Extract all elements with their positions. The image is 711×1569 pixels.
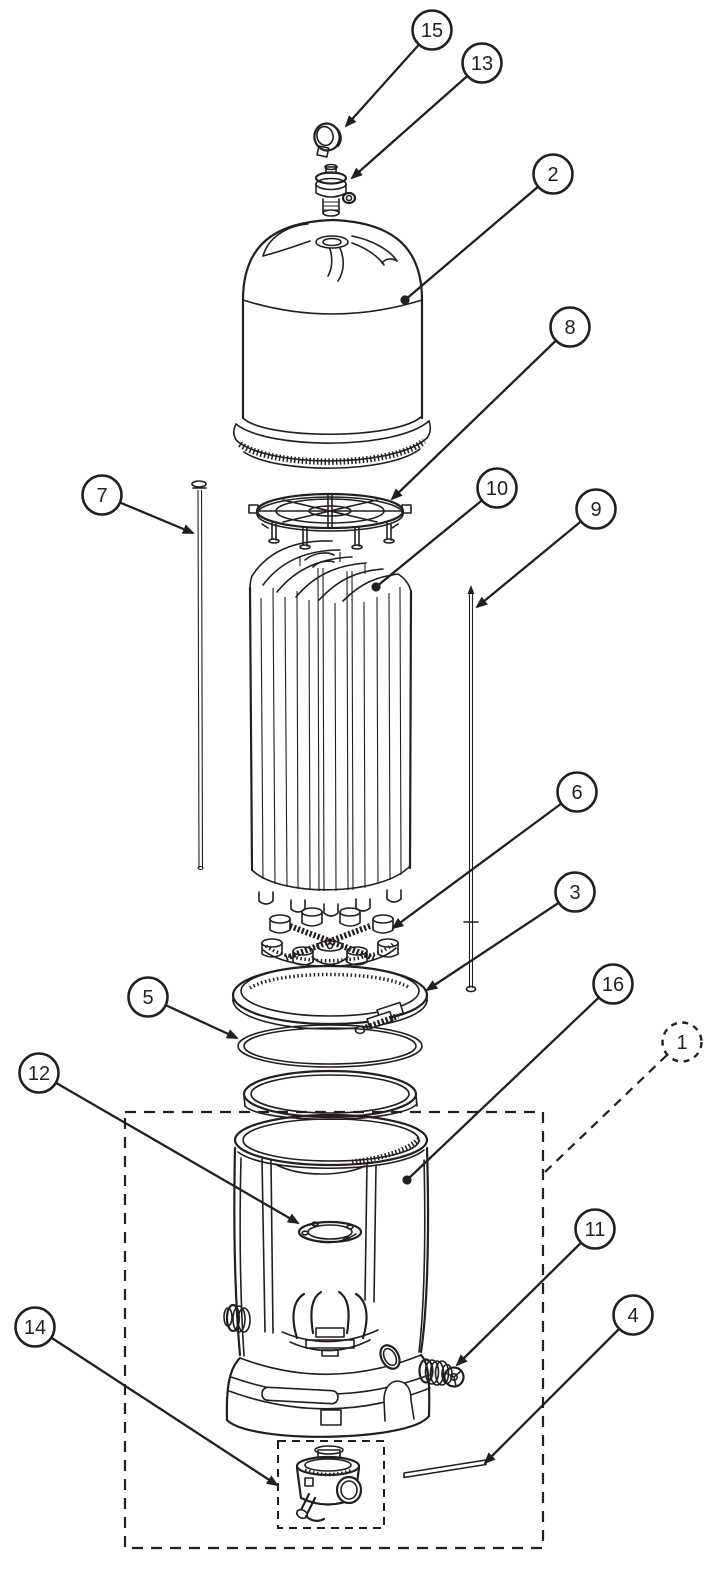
- part-1-connector-line: [544, 1054, 668, 1173]
- callout-12-label: 12: [28, 1063, 50, 1085]
- callout-5-label: 5: [142, 987, 153, 1009]
- part-10-grid-assembly: [248, 540, 413, 917]
- tank-left-port: [223, 1303, 251, 1333]
- part-4-rod: [403, 1459, 487, 1479]
- callout-6-label: 6: [571, 782, 582, 804]
- callout-13: 13: [461, 42, 503, 84]
- part-16-tank-body: [223, 1113, 431, 1438]
- callout-14: 14: [14, 1306, 56, 1348]
- callout-12: 12: [18, 1052, 60, 1094]
- callout-9: 9: [575, 488, 617, 530]
- callout-16: 16: [592, 963, 634, 1005]
- part-8-top-grid-retainer: [248, 492, 412, 550]
- callout-3-label: 3: [569, 882, 580, 904]
- callout-9-label: 9: [590, 499, 601, 521]
- callout-14-label: 14: [24, 1317, 46, 1339]
- callout-1: 1: [661, 1021, 703, 1063]
- callout-2: 2: [532, 153, 574, 195]
- callout-16-label: 16: [602, 974, 624, 996]
- grid-pleats: [248, 567, 413, 892]
- callout-6-leader: [391, 791, 578, 930]
- tank-laterals: [281, 1290, 379, 1357]
- callout-14-leader: [34, 1326, 279, 1487]
- callout-2-leader: [400, 173, 554, 305]
- callout-15: 15: [411, 9, 453, 51]
- callout-12-leader: [38, 1072, 300, 1225]
- callout-13-label: 13: [471, 53, 493, 75]
- callout-16-leader: [402, 983, 614, 1185]
- callout-3: 3: [554, 871, 596, 913]
- callout-15-label: 15: [421, 20, 443, 42]
- part-15-hose-clamp: [313, 122, 342, 158]
- part-9-rod: [463, 585, 479, 993]
- part-1-assembly-dashed-box: [123, 1054, 668, 1550]
- callout-3-leader: [425, 891, 576, 992]
- side-port-hole: [379, 1344, 401, 1370]
- part-12-standpipe-flange: [297, 1220, 363, 1244]
- callout-8: 8: [549, 306, 591, 348]
- base-slot: [261, 1386, 339, 1405]
- callout-7: 7: [81, 474, 123, 516]
- callout-11: 11: [574, 1208, 616, 1250]
- callout-4: 4: [612, 1294, 654, 1336]
- part-5-o-ring: [237, 1024, 423, 1068]
- callout-9-leader: [475, 508, 597, 609]
- callout-15-leader: [344, 29, 433, 128]
- callout-8-label: 8: [564, 317, 575, 339]
- part-14-drain-valve: [277, 1440, 385, 1529]
- base-tab: [320, 1409, 342, 1426]
- base-notch: [383, 1380, 415, 1422]
- callout-4-label: 4: [627, 1305, 638, 1327]
- callout-11-label: 11: [585, 1219, 606, 1241]
- part-3-clamp-band: [231, 964, 429, 1035]
- callout-4-leader: [483, 1314, 634, 1465]
- callout-7-label: 7: [96, 485, 107, 507]
- callout-6: 6: [556, 771, 598, 813]
- part-7-rod: [191, 480, 207, 871]
- callout-10-label: 10: [486, 478, 508, 500]
- callout-8-leader: [390, 326, 571, 501]
- callout-1-label: 1: [676, 1032, 687, 1054]
- part-13-air-relief-valve: [314, 163, 357, 217]
- part-2-lid-dome: [233, 218, 432, 469]
- callout-11-leader: [455, 1228, 596, 1367]
- callouts: 15 13 2 8 7 10 9 6: [14, 9, 703, 1487]
- callout-5: 5: [127, 976, 169, 1018]
- callout-10: 10: [476, 467, 518, 509]
- callout-13-leader: [350, 62, 483, 180]
- part-11-bulkhead-fitting: [418, 1358, 465, 1388]
- callout-10-leader: [371, 487, 498, 592]
- callout-2-label: 2: [547, 164, 558, 186]
